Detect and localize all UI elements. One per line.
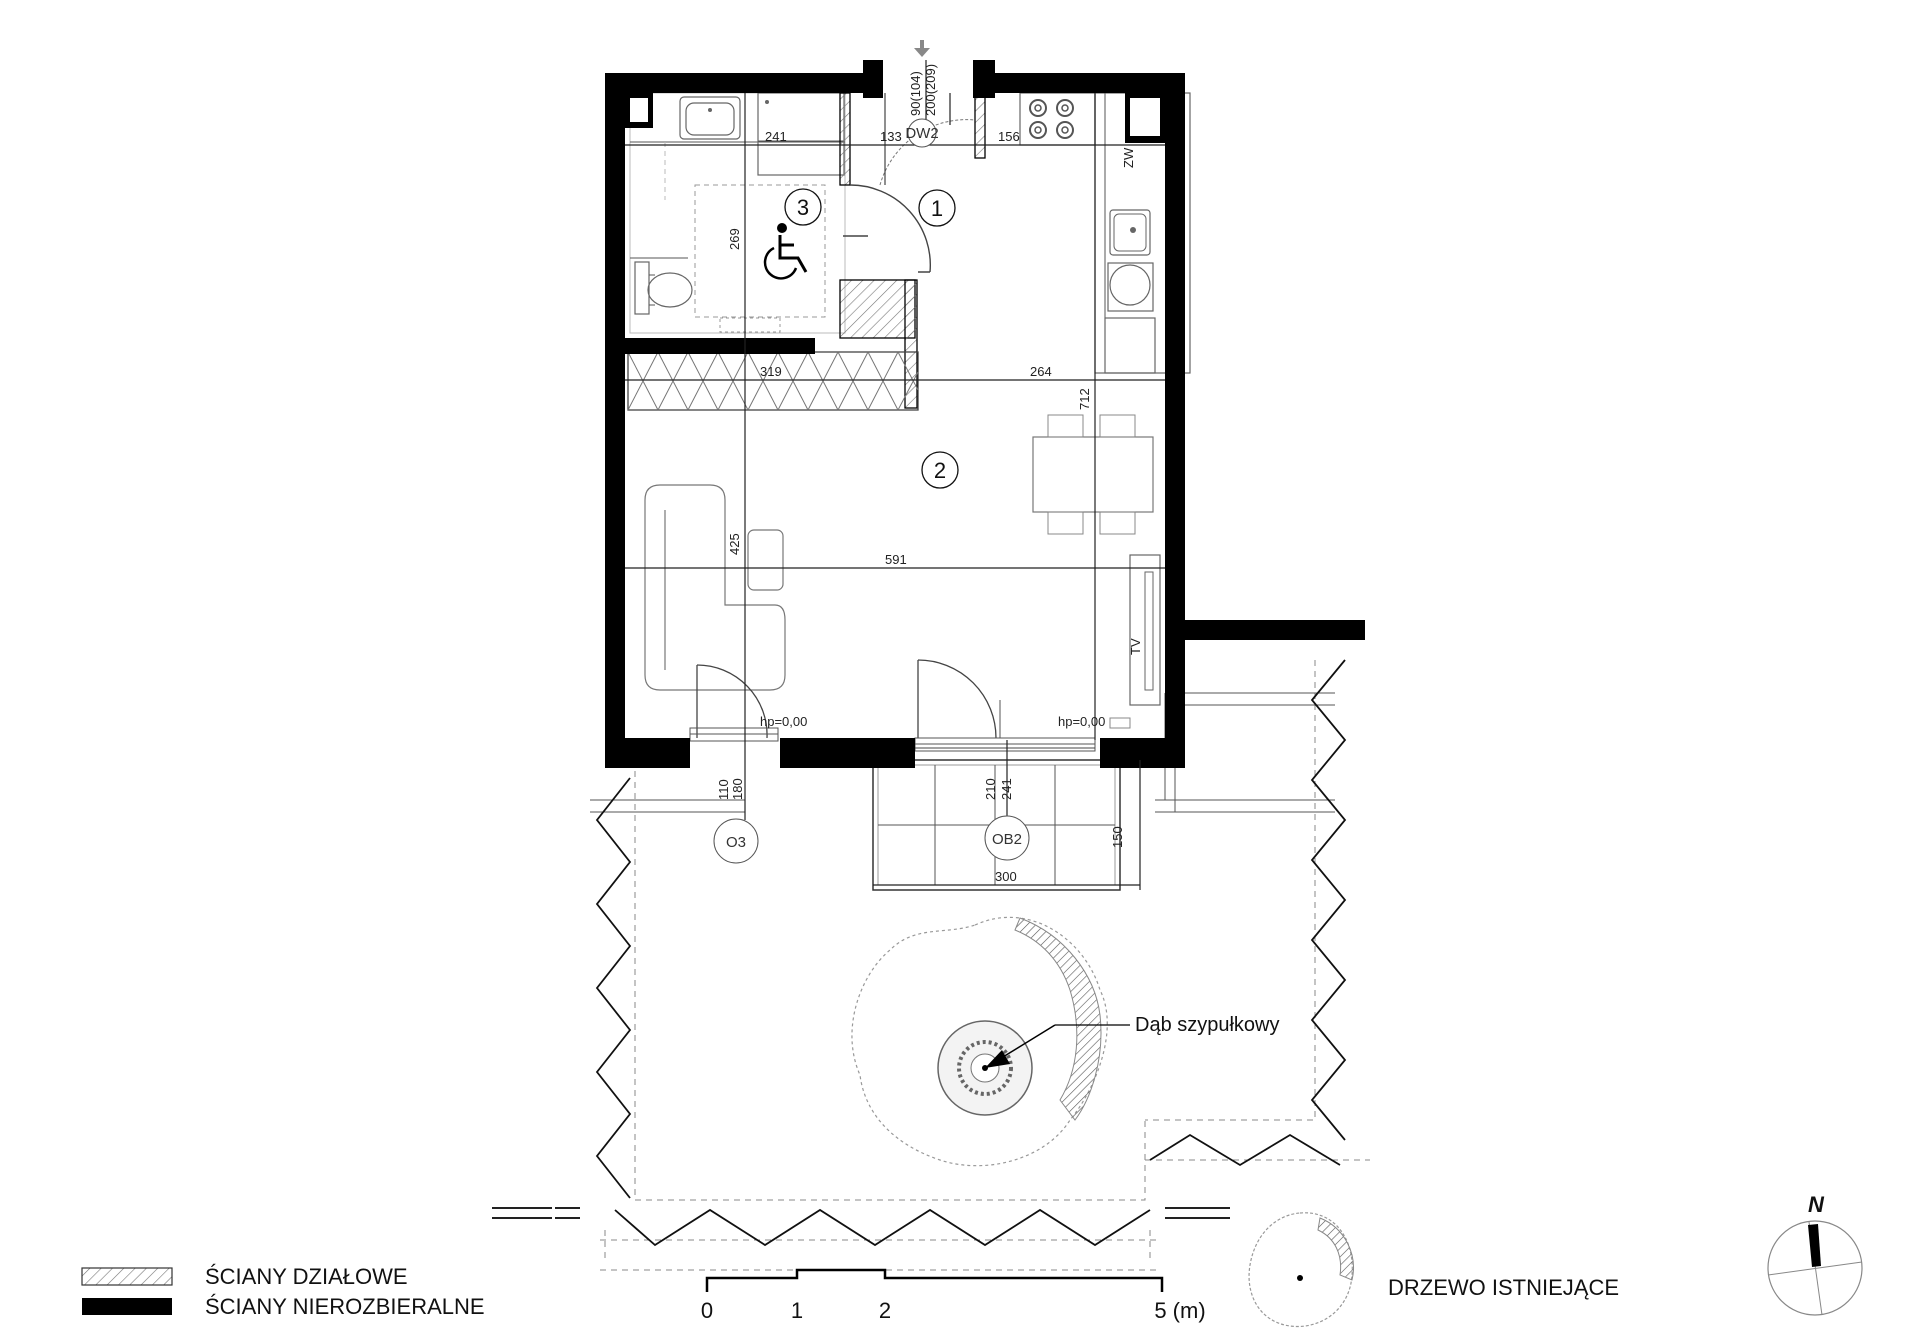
tag-o3-label: O3 xyxy=(726,834,746,851)
tv-label: TV xyxy=(1128,638,1143,655)
scale-tick-5: 5 (m) xyxy=(1154,1298,1205,1323)
legend-structural-label: ŚCIANY NIEROZBIERALNE xyxy=(205,1294,485,1319)
tag-ob2: OB2 xyxy=(984,815,1030,861)
dim-window-o3-high: 180 xyxy=(730,778,745,800)
dim-window-o3-low: 110 xyxy=(716,779,731,800)
legend: ŚCIANY DZIAŁOWE ŚCIANY NIEROZBIERALNE xyxy=(81,1264,485,1319)
dim-bath-depth: 269 xyxy=(727,228,742,250)
entrance-arrow-icon xyxy=(914,40,930,57)
north-arrow-icon: N xyxy=(1767,1192,1863,1316)
scale-tick-0: 0 xyxy=(701,1298,713,1323)
tree-label: Dąb szypułkowy xyxy=(1135,1014,1280,1036)
existing-tree-legend xyxy=(1248,1212,1354,1328)
room-3-number: 3 xyxy=(797,195,809,220)
legend-structural-swatch xyxy=(82,1298,172,1315)
wheelchair-icon xyxy=(763,223,808,280)
existing-tree-label: DRZEWO ISTNIEJĄCE xyxy=(1388,1275,1619,1300)
dim-hall-width: 133 xyxy=(880,129,902,144)
dim-kitchen-run: 264 xyxy=(1030,364,1052,379)
dim-living-width: 591 xyxy=(885,552,907,567)
room-2-marker: 2 xyxy=(921,451,959,489)
room-1-marker: 1 xyxy=(918,189,956,227)
room-3-marker: 3 xyxy=(784,188,822,226)
dim-living-depth: 425 xyxy=(727,533,742,555)
tag-dw2: DW2 xyxy=(905,118,939,148)
scale-tick-2: 2 xyxy=(879,1298,891,1323)
interior-lines xyxy=(627,92,1191,752)
dimension-lines xyxy=(625,60,1165,890)
scale-tick-1: 1 xyxy=(791,1298,803,1323)
legend-partition-label: ŚCIANY DZIAŁOWE xyxy=(205,1264,408,1289)
dim-terrace-width: 300 xyxy=(995,869,1017,884)
scale-bar: 0 1 2 5 (m) xyxy=(701,1268,1206,1323)
room-2-number: 2 xyxy=(934,458,946,483)
tag-ob2-label: OB2 xyxy=(992,831,1022,848)
dim-wardrobe-width: 319 xyxy=(760,364,782,379)
tag-dw2-label: DW2 xyxy=(905,125,938,142)
dim-kitchen-width: 156 xyxy=(998,129,1020,144)
hp-right: hp=0,00 xyxy=(1058,714,1105,729)
dim-bath-width: 241 xyxy=(765,129,787,144)
dim-living-depth-total: 712 xyxy=(1077,388,1092,410)
tree-icon xyxy=(851,916,1130,1167)
legend-partition-swatch xyxy=(81,1267,173,1286)
dim-door-dw2-height: 200(209) xyxy=(923,64,938,116)
north-label: N xyxy=(1808,1192,1825,1217)
dim-window-ob2-high: 241 xyxy=(999,778,1014,800)
hp-left: hp=0,00 xyxy=(760,714,807,729)
structural-walls xyxy=(605,60,1365,768)
dim-window-ob2-low: 210 xyxy=(983,778,998,800)
garden-boundaries xyxy=(492,659,1370,1271)
tag-o3: O3 xyxy=(713,818,759,864)
room-1-number: 1 xyxy=(931,196,943,221)
dim-door-dw2-width: 90(104) xyxy=(908,71,923,116)
washing-machine-label: ZW xyxy=(1121,147,1136,168)
dim-terrace-depth: 150 xyxy=(1110,826,1125,848)
